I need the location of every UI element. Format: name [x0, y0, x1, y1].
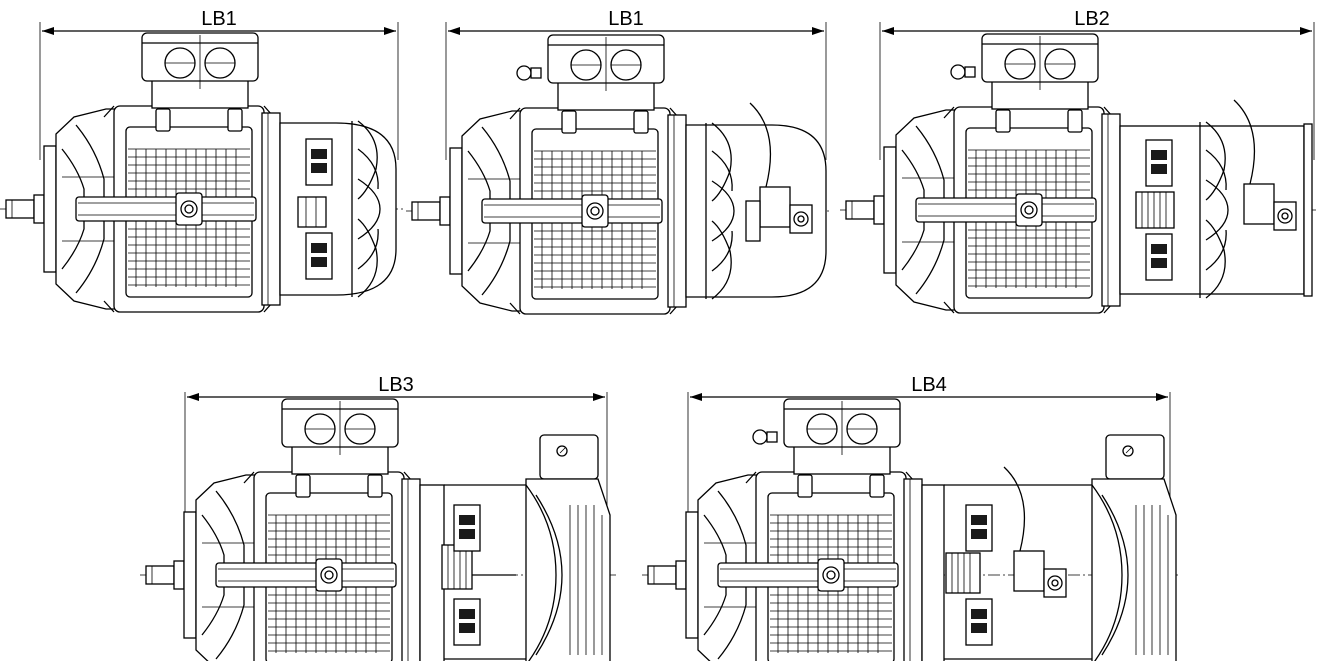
- motor-1-drawing: LB1: [0, 8, 406, 313]
- motor-4-drawing: LB3: [139, 374, 616, 661]
- dimension-label-lb2: LB2: [1074, 8, 1110, 30]
- dimension-label-lb1-b: LB1: [608, 8, 644, 30]
- motor-2-drawing: LB1: [405, 8, 832, 315]
- dimension-label-lb3: LB3: [378, 374, 414, 396]
- motor-3-drawing: LB2: [839, 8, 1316, 314]
- dimension-label-lb1-a: LB1: [201, 8, 237, 30]
- dimension-label-lb4: LB4: [911, 374, 947, 396]
- motor-5-drawing: LB4: [641, 374, 1178, 661]
